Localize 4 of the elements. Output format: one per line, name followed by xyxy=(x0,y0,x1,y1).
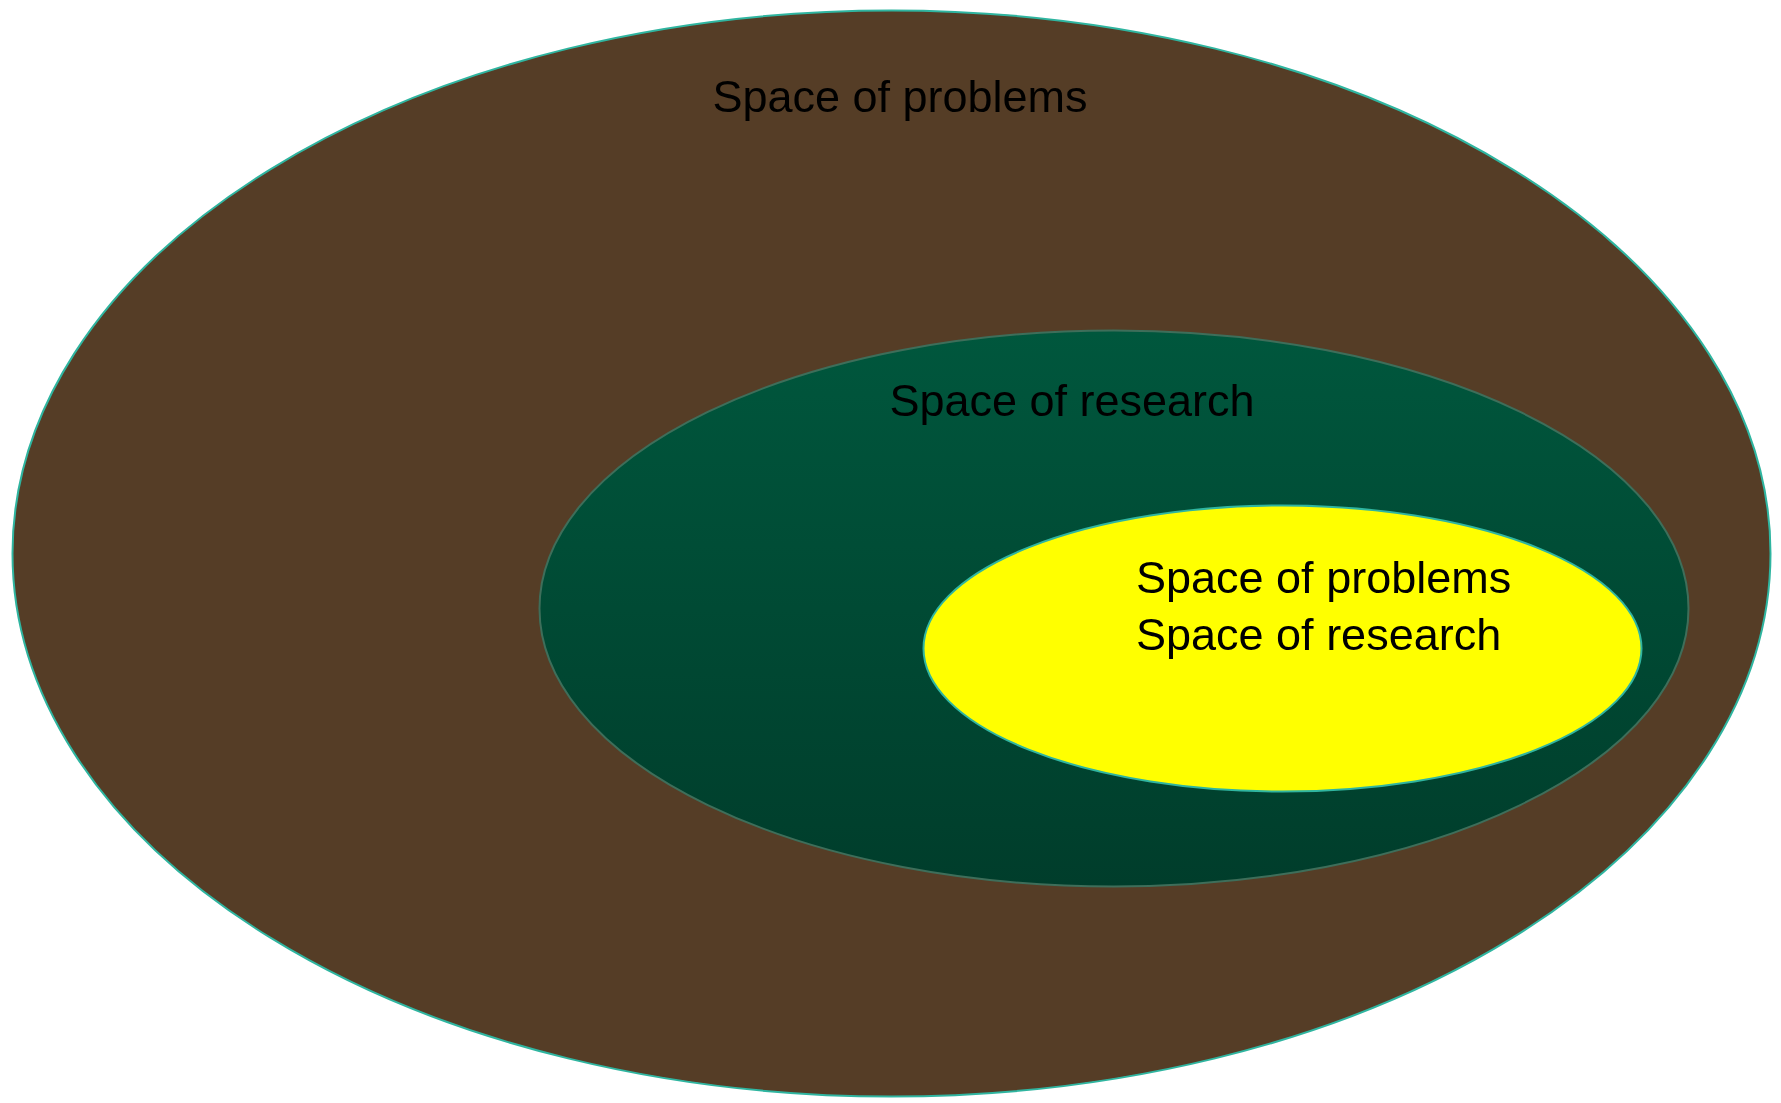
region-label: Space of research xyxy=(889,374,1255,428)
region-label: Space of problems xyxy=(1136,551,1512,605)
region-label: Space of research xyxy=(1136,608,1502,662)
region-label: Space of problems xyxy=(712,70,1088,124)
